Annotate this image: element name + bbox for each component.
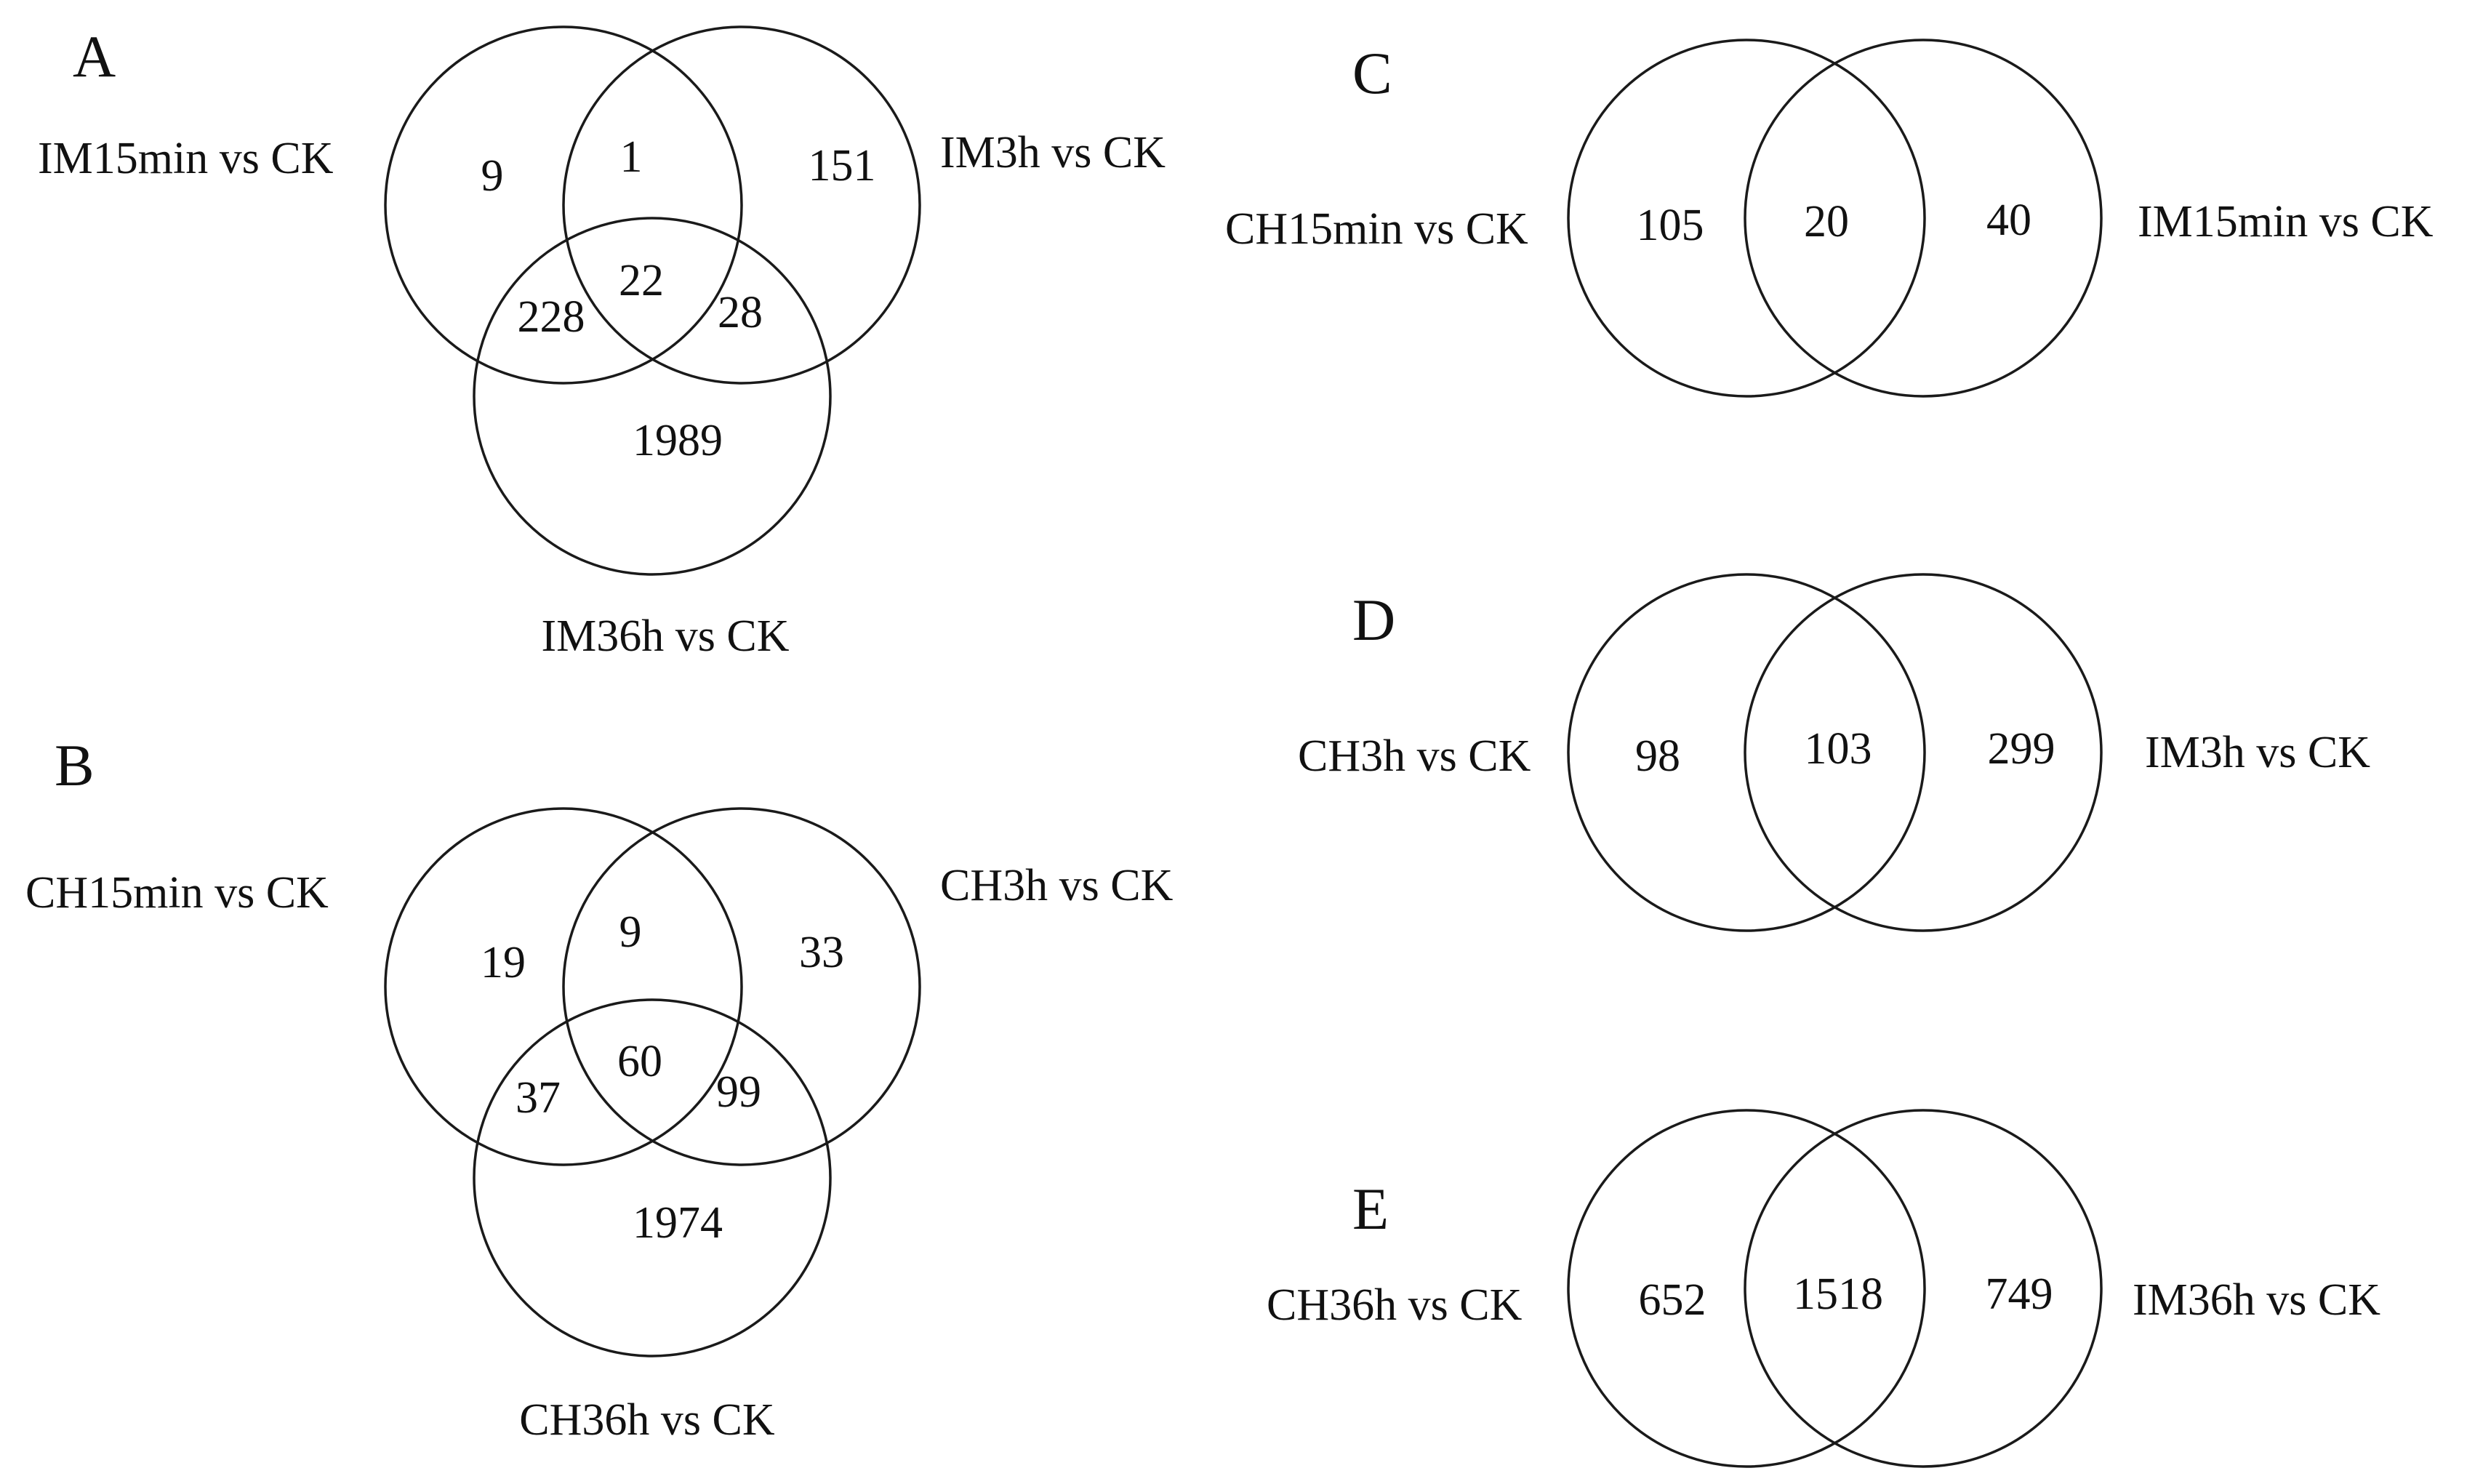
- count-d-ch3h-only: 98: [1635, 731, 1680, 781]
- venn-circle-c-ch15min: [1567, 39, 1926, 398]
- venn-circle-a-im36h: [473, 217, 832, 576]
- panel-letter-b: B: [55, 732, 95, 798]
- count-a-im15min-im36h: 228: [518, 292, 585, 342]
- panel-letter-a: A: [73, 23, 116, 89]
- count-a-all-three: 22: [619, 256, 664, 305]
- panel-letter-c: C: [1352, 40, 1392, 106]
- venn-circle-b-ch3h: [562, 807, 921, 1166]
- venn-circle-e-ch36h: [1567, 1109, 1926, 1468]
- count-b-ch15min-only: 19: [481, 938, 526, 987]
- count-a-im3h-im36h: 28: [718, 288, 763, 337]
- count-e-im36h-only: 749: [1986, 1270, 2053, 1319]
- venn-panel-d: D CH3h vs CK IM3h vs CK 98 103 299: [1298, 573, 2370, 932]
- count-e-ch36h-only: 652: [1639, 1275, 1706, 1325]
- count-a-im3h-only: 151: [809, 141, 876, 190]
- venn-panel-e: E CH36h vs CK IM36h vs CK 652 1518 749: [1267, 1109, 2380, 1468]
- count-c-im15min-only: 40: [1986, 196, 2031, 245]
- venn-circle-c-im15min: [1744, 39, 2103, 398]
- set-label-b-ch36h: CH36h vs CK: [519, 1395, 775, 1445]
- set-label-d-ch3h: CH3h vs CK: [1298, 731, 1531, 781]
- count-d-overlap: 103: [1805, 724, 1872, 774]
- venn-circle-a-im3h: [562, 25, 921, 385]
- count-a-im36h-only: 1989: [633, 416, 723, 465]
- set-label-e-ch36h: CH36h vs CK: [1267, 1280, 1523, 1330]
- panel-letter-e: E: [1352, 1176, 1389, 1242]
- count-a-im15min-im3h: 1: [620, 132, 643, 182]
- set-label-d-im3h: IM3h vs CK: [2145, 728, 2370, 777]
- count-a-im15min-only: 9: [481, 151, 504, 201]
- set-label-a-im36h: IM36h vs CK: [541, 611, 789, 661]
- set-label-c-im15min: IM15min vs CK: [2138, 197, 2434, 246]
- set-label-e-im36h: IM36h vs CK: [2133, 1275, 2380, 1325]
- count-b-ch36h-only: 1974: [633, 1198, 723, 1248]
- venn-panel-b: B CH15min vs CK CH3h vs CK CH36h vs CK 1…: [25, 732, 1174, 1445]
- venn-circle-b-ch15min: [384, 807, 743, 1166]
- set-label-b-ch15min: CH15min vs CK: [25, 868, 329, 918]
- set-label-b-ch3h: CH3h vs CK: [940, 861, 1174, 910]
- venn-panel-c: C CH15min vs CK IM15min vs CK 105 20 40: [1225, 39, 2434, 398]
- count-e-overlap: 1518: [1793, 1270, 1883, 1319]
- venn-panel-a: A IM15min vs CK IM3h vs CK IM36h vs CK 9…: [38, 23, 1166, 661]
- count-c-ch15min-only: 105: [1637, 201, 1704, 250]
- count-b-ch15min-ch36h: 37: [516, 1073, 561, 1123]
- panel-letter-d: D: [1352, 587, 1395, 653]
- set-label-a-im3h: IM3h vs CK: [940, 128, 1166, 177]
- venn-circle-a-im15min: [384, 25, 743, 385]
- count-b-ch15min-ch3h: 9: [619, 907, 642, 957]
- venn-circle-d-ch3h: [1567, 573, 1926, 932]
- count-c-overlap: 20: [1804, 197, 1849, 246]
- venn-circle-b-ch36h: [473, 998, 832, 1357]
- count-b-ch3h-only: 33: [799, 928, 844, 977]
- count-b-ch3h-ch36h: 99: [716, 1067, 761, 1117]
- set-label-c-ch15min: CH15min vs CK: [1225, 204, 1528, 254]
- count-d-im3h-only: 299: [1988, 724, 2055, 774]
- venn-circle-d-im3h: [1744, 573, 2103, 932]
- venn-circle-e-im36h: [1744, 1109, 2103, 1468]
- set-label-a-im15min: IM15min vs CK: [38, 134, 334, 183]
- count-b-all-three: 60: [617, 1037, 662, 1086]
